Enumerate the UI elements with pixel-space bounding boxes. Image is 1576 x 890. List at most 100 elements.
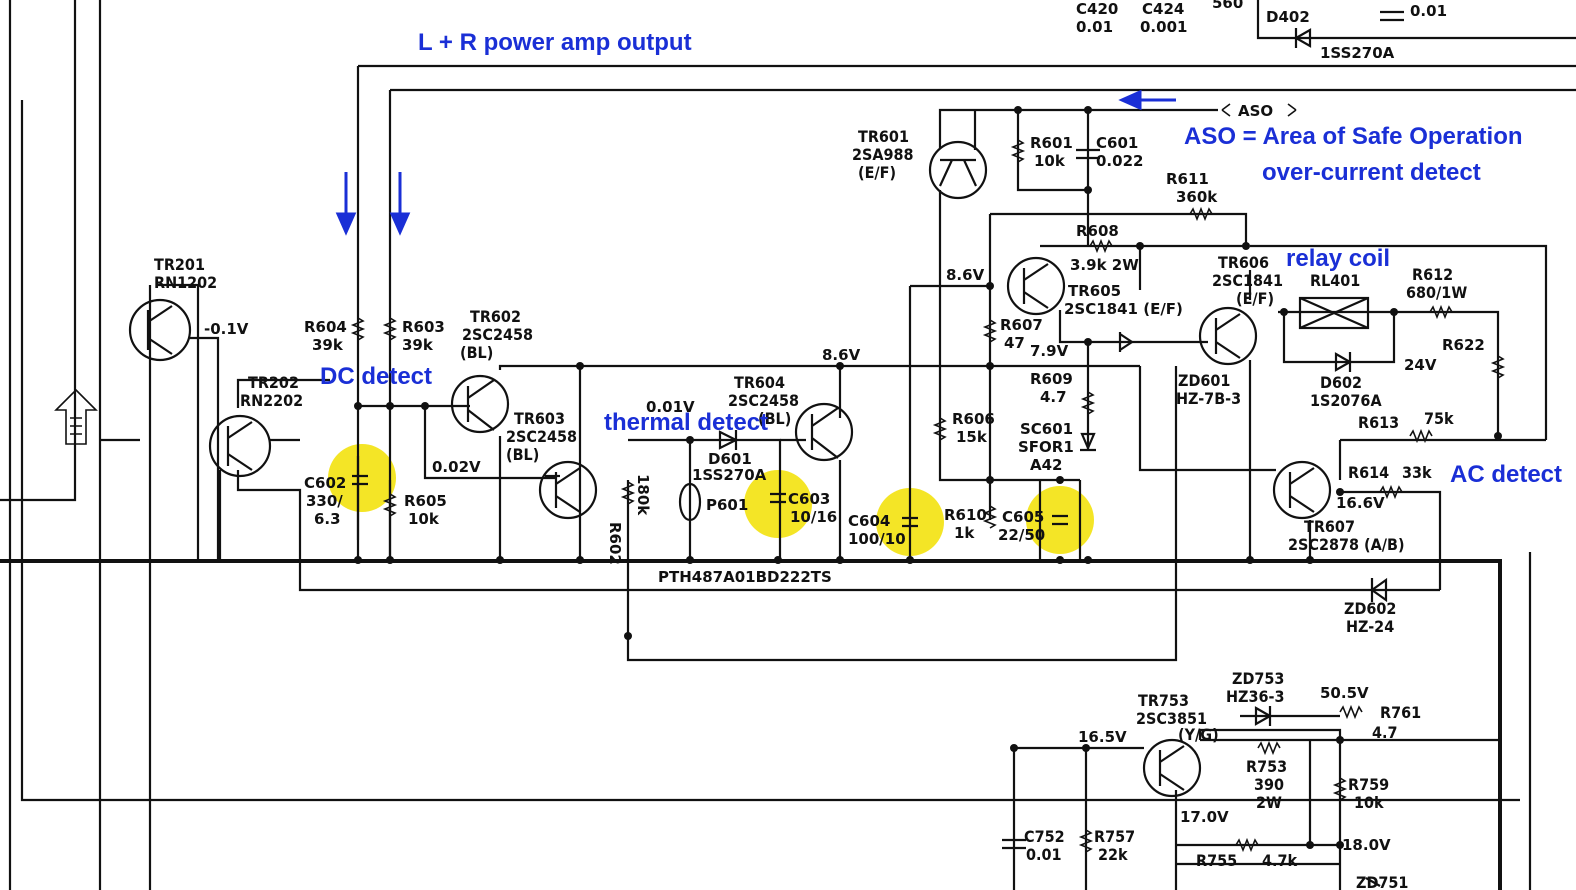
resistor-r609-icon: [1080, 391, 1096, 415]
label-c605: C605: [1002, 508, 1044, 526]
label-r753-v2: 2W: [1256, 793, 1282, 812]
diodes: [718, 28, 1388, 726]
resistor-r614-icon: [1379, 484, 1403, 500]
resistor-r603-icon: [382, 317, 398, 341]
label-c601-v: 0.022: [1096, 152, 1143, 170]
label-tr604-t: 2SC2458: [728, 391, 799, 410]
annotation-aso-line1: ASO = Area of Safe Operation: [1184, 123, 1523, 150]
label-rn1202: RN1202: [154, 273, 217, 292]
transistor-tr201-icon: [128, 298, 192, 362]
label-r611: R611: [1166, 170, 1209, 188]
label-r602: R602: [606, 522, 624, 565]
label-v002: 0.02V: [432, 458, 481, 476]
label-pth: PTH487A01BD222TS: [658, 568, 832, 586]
label-v165: 16.5V: [1078, 728, 1127, 746]
label-zd602-t: HZ-24: [1346, 617, 1394, 636]
label-zd602: ZD602: [1344, 599, 1396, 618]
label-r604-v: 39k: [312, 336, 344, 354]
transistor-tr607-icon: [1272, 460, 1332, 520]
label-tr603-t: 2SC2458: [506, 427, 577, 446]
resistor-r755-icon: [1235, 837, 1259, 853]
label-v170: 17.0V: [1180, 808, 1229, 826]
label-tr202: TR202: [248, 373, 299, 392]
zener-zd602-icon: [1370, 577, 1388, 603]
label-d602-t: 1S2076A: [1310, 391, 1382, 410]
aso-connector-icon: [1221, 103, 1297, 117]
label-r604: R604: [304, 318, 347, 336]
highlight-c603: [744, 470, 812, 538]
resistor-r753-icon: [1257, 740, 1281, 756]
label-nb-top: 560: [1212, 0, 1243, 12]
capacitor-c604-icon: [902, 516, 918, 528]
label-c602: C602: [304, 474, 346, 492]
annotation-arrows: [335, 89, 1176, 236]
label-r759-v: 10k: [1354, 793, 1384, 812]
resistor-r601-icon: [1010, 139, 1026, 163]
label-r759: R759: [1348, 775, 1389, 794]
label-sc601-t: SFOR1: [1018, 438, 1074, 456]
label-r610: R610: [944, 506, 987, 524]
thermistor-p601-icon: [678, 482, 702, 522]
label-r608: R608: [1076, 222, 1119, 240]
transistor-tr606-icon: [1198, 306, 1258, 366]
resistor-r604-icon: [350, 317, 366, 341]
label-tr605: TR605: [1068, 282, 1121, 300]
label-tr604: TR604: [734, 373, 785, 392]
annotation-relay-coil: relay coil: [1286, 245, 1390, 272]
resistor-r613-icon: [1409, 428, 1433, 444]
label-tr601: TR601: [858, 127, 909, 146]
label-d601: D601: [708, 450, 752, 468]
label-c602-v2: 6.3: [314, 510, 341, 528]
label-r612: R612: [1412, 265, 1453, 284]
blue-annotations: L + R power amp output ASO = Area of Saf…: [320, 29, 1562, 488]
label-c604-v: 100/10: [848, 530, 906, 548]
label-tr605-t: 2SC1841 (E/F): [1064, 300, 1183, 318]
label-r609-v: 4.7: [1040, 388, 1067, 406]
annotation-thermal-detect: thermal detect: [604, 409, 768, 436]
highlight-c605: [1026, 486, 1094, 554]
label-c603: C603: [788, 490, 830, 508]
transistor-tr202-icon: [208, 414, 272, 478]
label-r609: R609: [1030, 370, 1073, 388]
label-r607-v: 47: [1004, 334, 1025, 352]
label-tr753: TR753: [1138, 691, 1189, 710]
label-tr753-t: 2SC3851: [1136, 709, 1207, 728]
label-r755: R755: [1196, 851, 1237, 870]
transistor-tr604-icon: [794, 402, 854, 462]
resistor-r607-icon: [982, 319, 998, 343]
label-c752-v: 0.01: [1026, 845, 1062, 864]
label-tr603-bl: (BL): [506, 445, 539, 464]
label-r753-v1: 390: [1254, 775, 1284, 794]
annotation-power-output: L + R power amp output: [418, 29, 692, 56]
label-zd601: ZD601: [1178, 371, 1230, 390]
label-v180: 18.0V: [1342, 836, 1391, 854]
label-r611-v: 360k: [1176, 188, 1218, 206]
zener-zd753-icon: [1254, 706, 1273, 726]
label-tr601-ef: (E/F): [858, 163, 896, 182]
transistor-tr602-icon: [450, 374, 510, 434]
label-r605-v: 10k: [408, 510, 440, 528]
capacitor-c601-icon: [1076, 148, 1100, 160]
label-r601: R601: [1030, 134, 1073, 152]
transistors: [128, 140, 1332, 798]
label-r608-v: 3.9k 2W: [1070, 256, 1139, 274]
label-c752: C752: [1024, 827, 1065, 846]
annotation-ac-detect: AC detect: [1450, 461, 1562, 488]
label-tr606-ef: (E/F): [1236, 289, 1274, 308]
capacitor-c-top-icon: [1380, 10, 1404, 22]
label-r607: R607: [1000, 316, 1043, 334]
transistor-tr605-icon: [1006, 256, 1066, 316]
label-v-neg01: -0.1V: [204, 320, 249, 338]
relay-coil-rl401-icon: [1298, 296, 1370, 330]
label-c604: C604: [848, 512, 890, 530]
label-r603: R603: [402, 318, 445, 336]
transistor-tr753-icon: [1142, 738, 1202, 798]
label-c420-v: 0.01: [1076, 18, 1113, 36]
label-c424-v: 0.001: [1140, 18, 1187, 36]
label-zd601-t: HZ-7B-3: [1176, 389, 1241, 408]
resistor-r759-icon: [1332, 777, 1348, 801]
resistor-r757-icon: [1078, 829, 1094, 853]
label-r614-v: 33k: [1402, 463, 1432, 482]
label-sc601-a: A42: [1030, 456, 1062, 474]
